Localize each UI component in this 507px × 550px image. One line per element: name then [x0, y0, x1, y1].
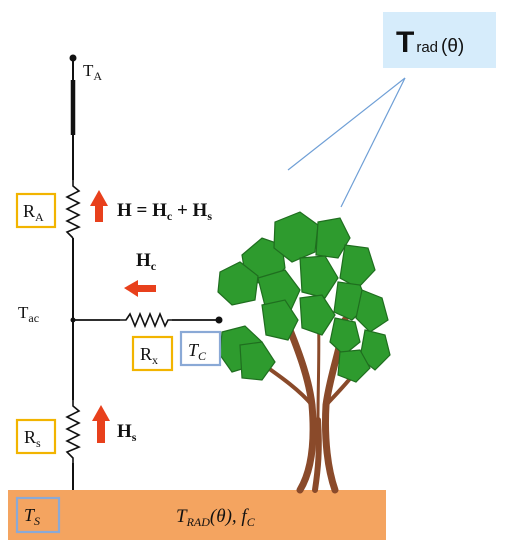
resistor-rs-symbol	[65, 400, 81, 463]
label-tc: TC	[188, 340, 207, 363]
ts-box	[15, 496, 61, 534]
label-ta: TA	[83, 61, 102, 83]
label-tac: Tac	[18, 303, 39, 325]
resistor-ra-symbol	[65, 180, 81, 239]
label-rs: Rs	[24, 427, 41, 450]
trad-subscript: rad	[416, 39, 438, 56]
radiometer-view-lines	[287, 77, 406, 208]
arrow-hs-up	[92, 405, 110, 443]
label-hc: Hc	[136, 250, 157, 273]
ra-box	[15, 192, 57, 229]
resistor-rx-symbol	[120, 311, 172, 329]
rs-box	[15, 418, 57, 455]
tc-node	[215, 316, 223, 324]
trad-angle: (θ)	[441, 36, 464, 57]
tree-canopy	[217, 211, 391, 383]
label-rx: Rx	[140, 344, 158, 367]
tree-illustration	[217, 211, 391, 494]
tac-node	[70, 317, 76, 323]
tc-box	[179, 330, 222, 367]
arrow-h-up	[90, 190, 108, 222]
label-hs: Hs	[117, 421, 137, 444]
label-ts: TS	[24, 505, 40, 528]
arrow-hc-left	[124, 280, 156, 297]
radiometer-box	[383, 12, 496, 68]
soil-surface	[8, 490, 386, 540]
label-ra: RA	[23, 201, 44, 224]
rx-box	[131, 335, 174, 372]
ta-node	[69, 54, 77, 62]
label-h-equation: H = Hc + Hs	[117, 200, 212, 223]
label-ground-trad-fc: TRAD(θ), fC	[176, 506, 256, 529]
trad-symbol: T	[396, 26, 414, 59]
